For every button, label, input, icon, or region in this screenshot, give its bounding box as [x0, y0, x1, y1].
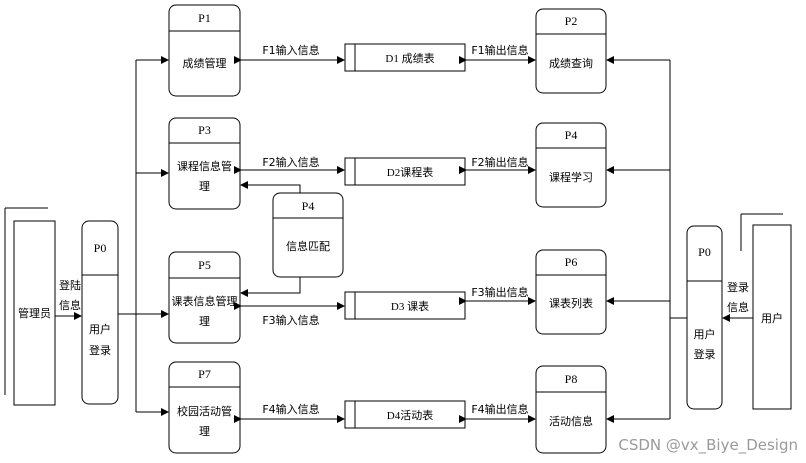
process-p6: P6 课表列表: [535, 249, 607, 335]
flow-admin-login: 登陆 信息: [55, 278, 82, 320]
flow-login-to-left-processes: [118, 56, 169, 416]
process-id: P6: [565, 255, 578, 269]
flow-login-to-right-processes: [606, 56, 687, 423]
process-name-line2: 登录: [694, 347, 716, 361]
flow-label-line2: 信息: [727, 300, 749, 314]
flow-label: F1输入信息: [262, 43, 319, 57]
process-name-line2: 理: [199, 315, 210, 328]
flow-label: F1输出信息: [471, 43, 528, 57]
flow-label-line1: 登录: [727, 280, 749, 294]
data-store-d1: D1 成绩表: [344, 43, 466, 72]
flow-f1-in: F1输入信息: [234, 43, 345, 64]
process-p0-right: P0 用户 登录: [686, 225, 723, 410]
admin-label: 管理员: [18, 306, 51, 320]
store-name: D4活动表: [387, 408, 433, 422]
process-p8: P8 活动信息: [535, 365, 607, 454]
process-name-line2: 理: [199, 425, 210, 438]
process-id: P4: [565, 128, 578, 142]
process-id: P2: [565, 14, 578, 28]
user-label: 用户: [761, 311, 783, 325]
process-name-line1: 成绩管理: [183, 56, 227, 70]
flow-label: F4输出信息: [471, 402, 528, 416]
process-name-line1: 课表信息管理: [172, 294, 238, 308]
flow-label-line2: 信息: [59, 298, 81, 312]
flow-user-login: 登录 信息: [722, 280, 753, 322]
process-p3: P3 课程信息管 理: [168, 117, 241, 210]
store-name: D3 课表: [391, 299, 429, 313]
process-p2: P2 成绩查询: [535, 8, 607, 94]
flow-label: F3输出信息: [471, 285, 528, 299]
process-p4-course-study: P4 课程学习: [535, 122, 607, 208]
process-id: P1: [198, 11, 211, 25]
data-store-d2: D2课程表: [344, 157, 466, 186]
process-id: P7: [198, 367, 211, 381]
process-name-line1: 课表列表: [549, 296, 593, 310]
process-id: P3: [198, 123, 211, 137]
store-name: D2课程表: [387, 165, 433, 179]
process-name-line1: 活动信息: [549, 414, 593, 428]
process-name-line1: 用户: [694, 327, 716, 341]
external-entity-user: 用户: [740, 213, 792, 410]
external-entity-admin: 管理员: [4, 207, 56, 406]
flow-label: F2输出信息: [471, 155, 528, 169]
flow-label-line1: 登陆: [59, 278, 81, 292]
process-p1: P1 成绩管理: [168, 4, 241, 97]
process-p0-left: P0 用户 登录: [81, 220, 119, 405]
process-p7: P7 校园活动管 理: [168, 361, 241, 454]
process-name-line1: 成绩查询: [549, 56, 593, 70]
store-name: D1 成绩表: [385, 51, 434, 65]
process-id: P4: [302, 199, 315, 213]
process-name-line1: 用户: [89, 322, 111, 336]
process-name-line1: 校园活动管: [177, 404, 232, 418]
flow-label: F3输入信息: [262, 313, 319, 327]
flow-f4-in: F4输入信息: [234, 402, 345, 423]
flow-f3-out: F3输出信息: [459, 285, 536, 305]
flow-matching: [240, 181, 301, 297]
flow-f4-out: F4输出信息: [459, 402, 536, 423]
flow-label: F4输入信息: [262, 402, 319, 416]
process-name-line1: 课程学习: [549, 170, 593, 184]
process-p5: P5 课表信息管理 理: [168, 251, 241, 344]
process-id: P0: [698, 245, 711, 259]
flow-label: F2输入信息: [262, 155, 319, 169]
process-id: P5: [198, 258, 211, 272]
process-name-line1: 信息匹配: [286, 239, 330, 253]
data-store-d4: D4活动表: [344, 400, 466, 429]
data-store-d3: D3 课表: [344, 291, 466, 320]
process-name-line2: 理: [199, 180, 210, 193]
flow-f2-in: F2输入信息: [234, 155, 345, 174]
flow-f1-out: F1输出信息: [459, 43, 536, 64]
process-id: P0: [94, 241, 107, 255]
process-id: P8: [565, 372, 578, 386]
process-name-line1: 课程信息管: [177, 159, 232, 173]
process-name-line2: 登录: [89, 343, 111, 357]
flow-f2-out: F2输出信息: [459, 155, 536, 174]
process-p4-matching: P4 信息匹配: [272, 192, 344, 278]
watermark: CSDN @vx_Biye_Design: [618, 436, 798, 455]
flow-f3-in: F3输入信息: [234, 302, 345, 327]
